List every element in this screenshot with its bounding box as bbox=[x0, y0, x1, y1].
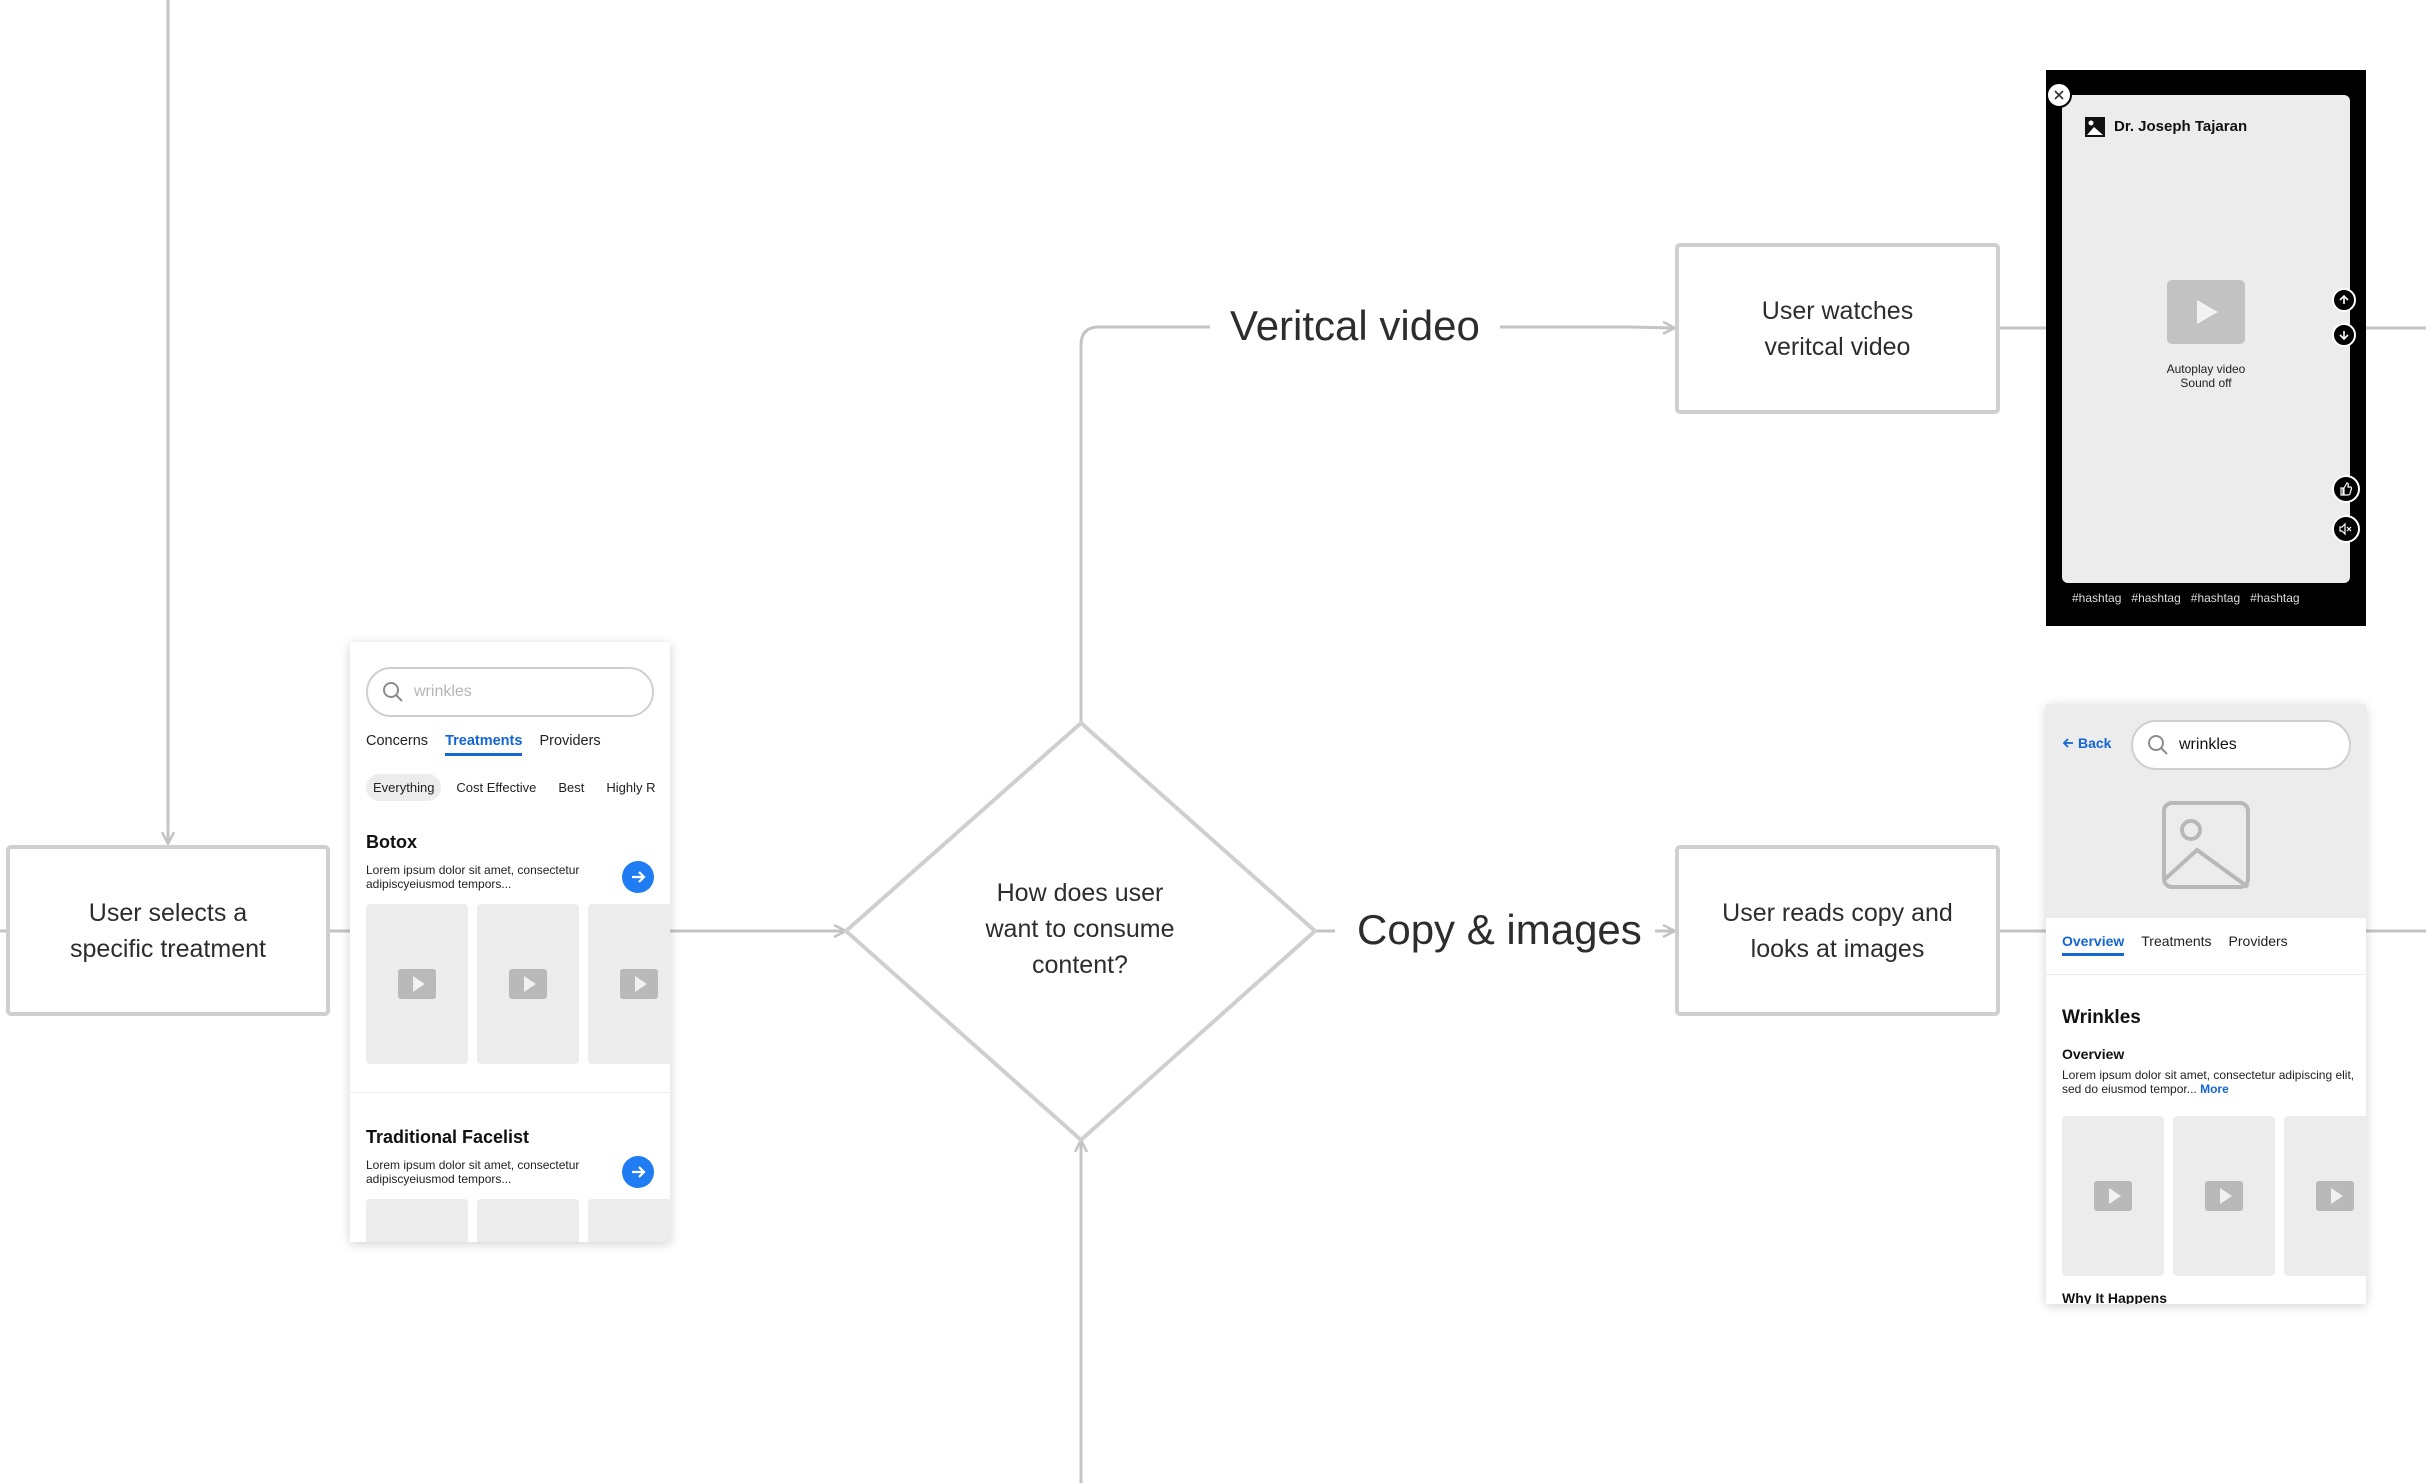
arrow-right-icon bbox=[632, 871, 646, 883]
detail-tabs: Overview Treatments Providers bbox=[2062, 933, 2288, 956]
chip-cost-effective[interactable]: Cost Effective bbox=[456, 780, 537, 795]
section-heading: Overview bbox=[2062, 1046, 2125, 1062]
connector-video-label-to-watch bbox=[1500, 327, 1675, 328]
video-thumbnail[interactable] bbox=[366, 1199, 468, 1242]
hashtag[interactable]: #hashtag bbox=[2190, 591, 2241, 605]
detail-search-input[interactable]: wrinkles bbox=[2131, 720, 2351, 770]
chip-best[interactable]: Best bbox=[558, 780, 585, 795]
tab-treatments[interactable]: Treatments bbox=[2141, 933, 2212, 949]
step-watch-video-text: User watches veritcal video bbox=[1761, 296, 1914, 361]
tab-providers[interactable]: Providers bbox=[2228, 933, 2288, 949]
video-thumbnail[interactable] bbox=[588, 904, 670, 1064]
close-icon bbox=[2054, 90, 2064, 100]
search-icon bbox=[2148, 735, 2168, 755]
search-icon bbox=[383, 682, 403, 702]
scroll-up-button[interactable] bbox=[2332, 288, 2356, 312]
back-label: Back bbox=[2078, 735, 2112, 751]
detail-video-thumbs bbox=[2062, 1116, 2366, 1276]
chip-everything[interactable]: Everything bbox=[366, 774, 442, 801]
video-thumbnail[interactable] bbox=[366, 904, 468, 1064]
treatments-tabs: Concerns Treatments Providers bbox=[366, 733, 601, 756]
facelift-video-thumbs bbox=[366, 1199, 670, 1242]
more-link[interactable]: More bbox=[2200, 1082, 2229, 1096]
card-title-botox[interactable]: Botox bbox=[366, 832, 417, 852]
provider-avatar-icon bbox=[2085, 117, 2105, 137]
treatments-screen: wrinkles Concerns Treatments Providers E… bbox=[350, 642, 670, 1242]
overview-body: Lorem ipsum dolor sit amet, consectetur … bbox=[2062, 1068, 2358, 1096]
step-select-treatment: User selects a specific treatment bbox=[6, 845, 330, 1016]
vertical-video-screen: Dr. Joseph Tajaran Autoplay video Sound … bbox=[2046, 70, 2366, 626]
hashtag[interactable]: #hashtag bbox=[2250, 591, 2300, 605]
video-thumbnail[interactable] bbox=[477, 1199, 579, 1242]
autoplay-line-2: Sound off bbox=[2180, 376, 2232, 390]
arrow-down-icon bbox=[2339, 331, 2349, 341]
provider-name[interactable]: Dr. Joseph Tajaran bbox=[2114, 118, 2248, 135]
overview-text: Lorem ipsum dolor sit amet, consectetur … bbox=[2062, 1068, 2355, 1096]
step-read-copy: User reads copy and looks at images bbox=[1675, 845, 2000, 1016]
close-button[interactable] bbox=[2046, 82, 2072, 108]
wrinkles-detail-screen: Back wrinkles Overview Treatments Provid… bbox=[2046, 704, 2366, 1304]
scroll-down-button[interactable] bbox=[2332, 323, 2356, 347]
play-button[interactable] bbox=[2167, 280, 2245, 344]
thumbs-up-icon bbox=[2340, 482, 2353, 496]
video-thumbnail[interactable] bbox=[477, 904, 579, 1064]
detail-title: Wrinkles bbox=[2062, 1007, 2141, 1028]
arrow-up-icon bbox=[2339, 294, 2349, 304]
card-divider bbox=[350, 1092, 670, 1093]
arrow-left-icon bbox=[2062, 738, 2073, 748]
like-button[interactable] bbox=[2332, 475, 2360, 503]
search-input[interactable]: wrinkles bbox=[366, 667, 654, 717]
play-icon bbox=[2205, 1181, 2243, 1211]
play-icon bbox=[2316, 1181, 2354, 1211]
open-botox-button[interactable] bbox=[622, 861, 654, 893]
card-desc-botox: Lorem ipsum dolor sit amet, consectetur … bbox=[366, 863, 580, 891]
hashtag[interactable]: #hashtag bbox=[2131, 591, 2181, 605]
arrow-right-icon bbox=[632, 1166, 646, 1178]
botox-video-thumbs bbox=[366, 904, 670, 1064]
open-facelift-button[interactable] bbox=[622, 1156, 654, 1188]
video-thumbnail[interactable] bbox=[2173, 1116, 2275, 1276]
hashtag-row: #hashtag #hashtag #hashtag #hashtag bbox=[2072, 591, 2300, 605]
step-select-treatment-text: User selects a specific treatment bbox=[70, 898, 266, 963]
filter-chips: Everything Cost Effective Best Highly R bbox=[366, 774, 663, 801]
card-title-facelift[interactable]: Traditional Facelist bbox=[366, 1127, 530, 1147]
play-icon bbox=[509, 969, 547, 999]
tabs-divider bbox=[2046, 974, 2366, 975]
tab-providers[interactable]: Providers bbox=[539, 733, 601, 749]
play-icon bbox=[2094, 1181, 2132, 1211]
autoplay-line-1: Autoplay video bbox=[2166, 362, 2246, 376]
connector-decision-to-video bbox=[1079, 325, 1210, 723]
step-read-copy-text: User reads copy and looks at images bbox=[1722, 898, 1953, 963]
chip-highly-rated[interactable]: Highly R bbox=[606, 780, 656, 795]
volume-muted-icon bbox=[2339, 522, 2352, 536]
next-section-heading: Why It Happens bbox=[2062, 1290, 2168, 1304]
branch-label-copy: Copy & images bbox=[1357, 906, 1642, 953]
video-thumbnail[interactable] bbox=[2284, 1116, 2366, 1276]
hashtag[interactable]: #hashtag bbox=[2072, 591, 2122, 605]
autoplay-note: Autoplay video Sound off bbox=[2106, 362, 2306, 390]
image-placeholder-icon bbox=[2162, 801, 2250, 889]
mute-toggle[interactable] bbox=[2332, 515, 2360, 543]
play-icon bbox=[620, 969, 658, 999]
step-watch-video: User watches veritcal video bbox=[1675, 243, 2000, 414]
search-placeholder: wrinkles bbox=[414, 683, 472, 700]
decision-diamond bbox=[842, 720, 1319, 1143]
video-thumbnail[interactable] bbox=[588, 1199, 670, 1242]
card-desc-facelift: Lorem ipsum dolor sit amet, consectetur … bbox=[366, 1158, 580, 1186]
decision-text: How does user want to consume content? bbox=[985, 879, 1175, 979]
back-button[interactable]: Back bbox=[2062, 735, 2111, 751]
video-thumbnail[interactable] bbox=[2062, 1116, 2164, 1276]
tab-concerns[interactable]: Concerns bbox=[366, 733, 429, 749]
play-icon bbox=[2197, 300, 2218, 324]
search-value: wrinkles bbox=[2179, 736, 2237, 753]
tab-overview[interactable]: Overview bbox=[2062, 933, 2125, 956]
tab-treatments[interactable]: Treatments bbox=[445, 733, 523, 756]
branch-label-video: Veritcal video bbox=[1230, 302, 1480, 349]
play-icon bbox=[398, 969, 436, 999]
